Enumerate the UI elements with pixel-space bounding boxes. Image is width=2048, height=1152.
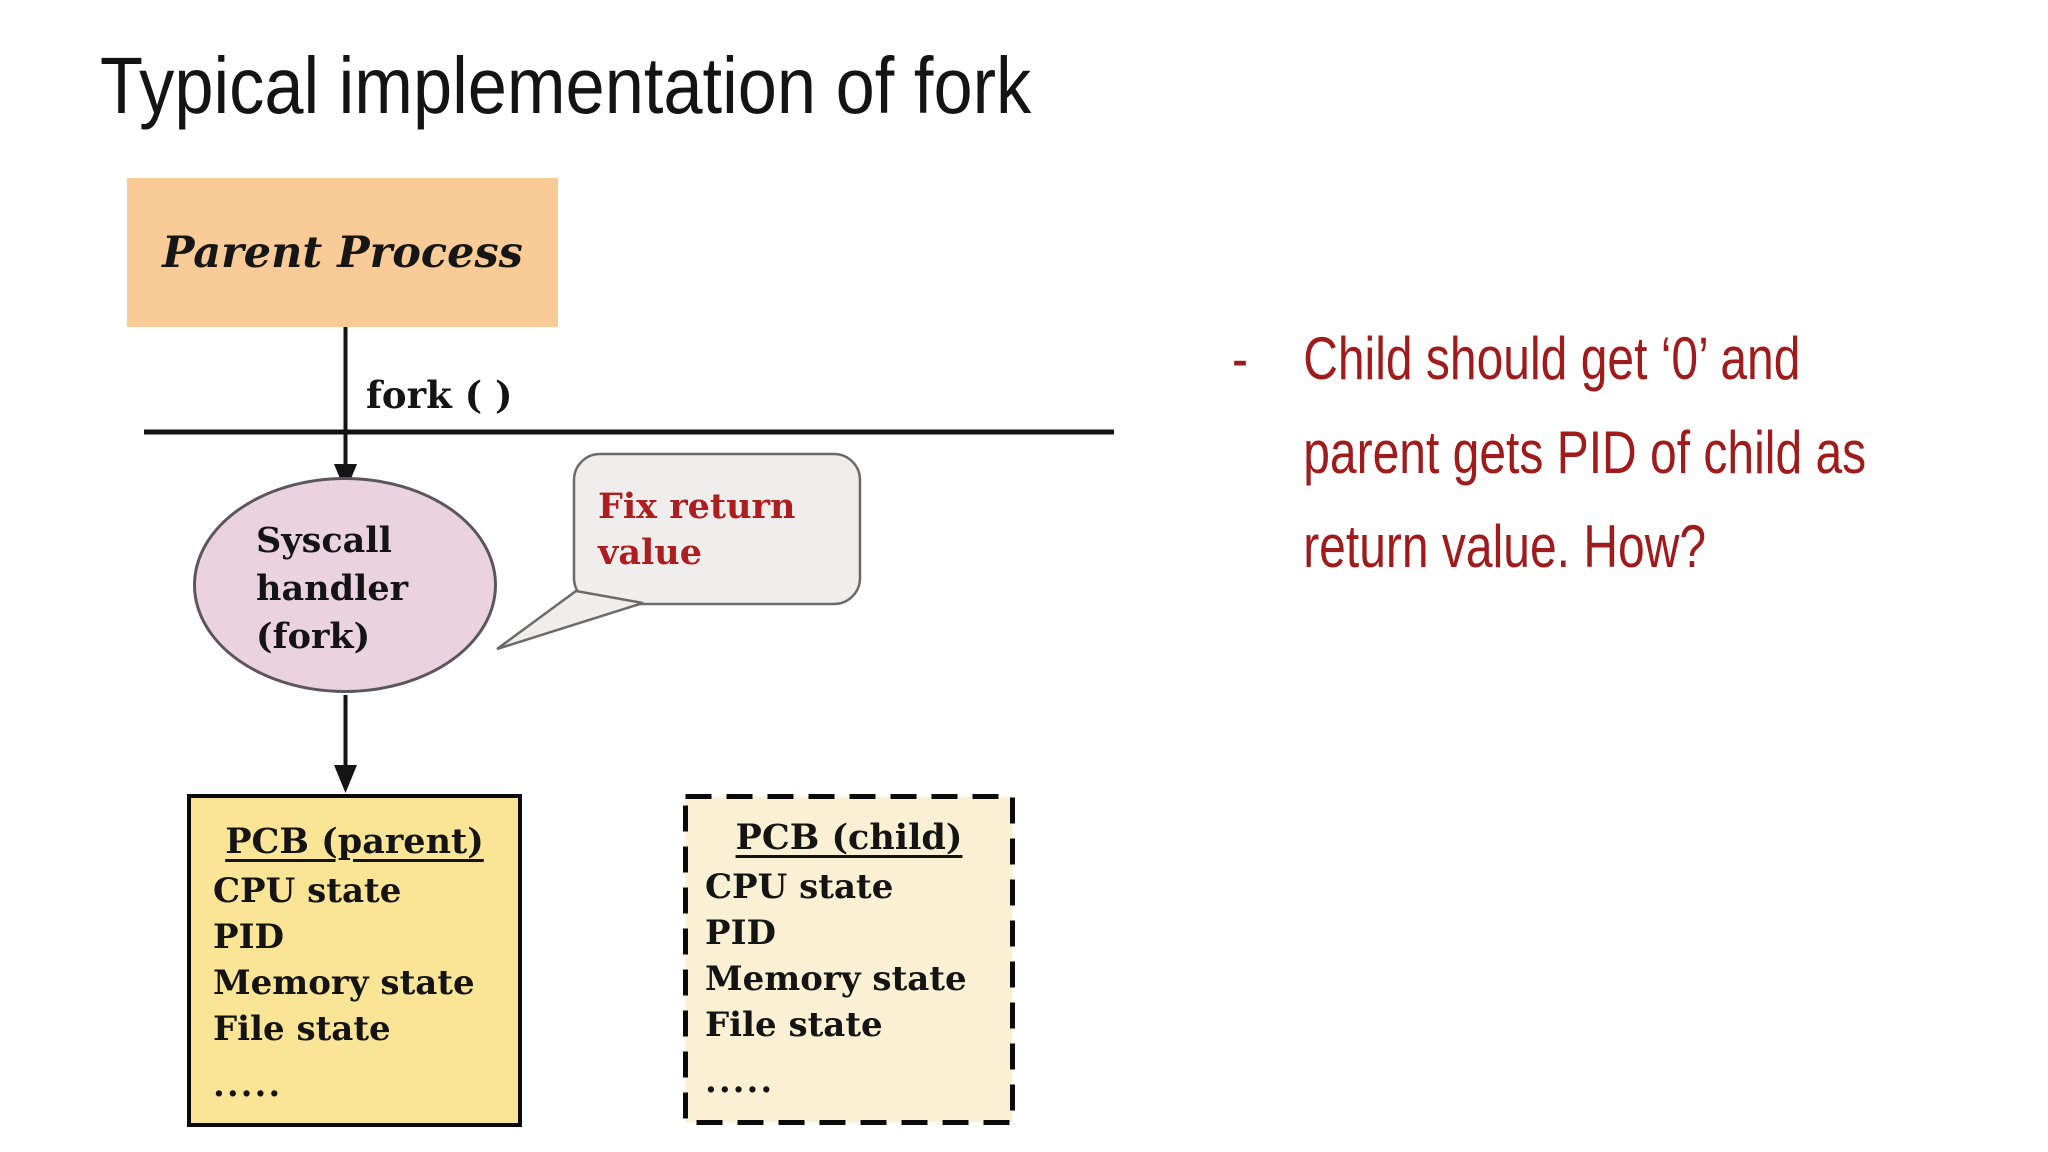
pcb-parent-title: PCB (parent) [225, 821, 484, 862]
pcb-field-ellipsis: ..... [213, 1065, 283, 1105]
pcb-parent-box: PCB (parent) CPU state PID Memory state … [187, 794, 522, 1127]
pcb-field: PID [213, 917, 284, 957]
pcb-field: CPU state [705, 867, 894, 907]
syscall-handler-line: handler [256, 568, 409, 609]
syscall-handler-line: (fork) [256, 616, 371, 657]
note-lines: Child should get ‘0’ and parent gets PID… [1303, 312, 1866, 594]
pcb-child-title: PCB (child) [735, 817, 963, 858]
slide-title: Typical implementation of fork [100, 41, 1032, 130]
callout-line: value [598, 532, 703, 573]
pcb-field: File state [705, 1005, 883, 1045]
speech-bubble [572, 452, 862, 606]
pcb-field: Memory state [705, 959, 967, 999]
pcb-child-box: PCB (child) CPU state PID Memory state F… [683, 794, 1015, 1125]
note-bullet-dash: - [1232, 325, 1248, 392]
syscall-handler-ellipse: Syscall handler (fork) [193, 477, 497, 693]
fix-return-value-callout: Fix return value [598, 484, 795, 576]
parent-process-label: Parent Process [162, 227, 523, 278]
arrow-down-icon [334, 765, 357, 793]
pcb-field-ellipsis: ..... [705, 1061, 775, 1101]
speech-bubble-tail [496, 589, 644, 651]
note-line: parent gets PID of child as [1303, 419, 1867, 486]
note-line: Child should get ‘0’ and [1303, 325, 1801, 392]
parent-process-box: Parent Process [127, 178, 558, 327]
pcb-field: File state [213, 1009, 391, 1049]
note-line: return value. How? [1303, 513, 1707, 580]
pcb-field: CPU state [213, 871, 402, 911]
pcb-field: Memory state [213, 963, 475, 1003]
syscall-handler-line: Syscall [256, 520, 392, 561]
pcb-child-box-outline [683, 794, 1015, 1125]
pcb-field: PID [705, 913, 776, 953]
callout-line: Fix return [598, 486, 796, 527]
note-block: - Child should get ‘0’ and parent gets P… [1232, 312, 1866, 594]
fork-call-label: fork ( ) [366, 373, 513, 417]
